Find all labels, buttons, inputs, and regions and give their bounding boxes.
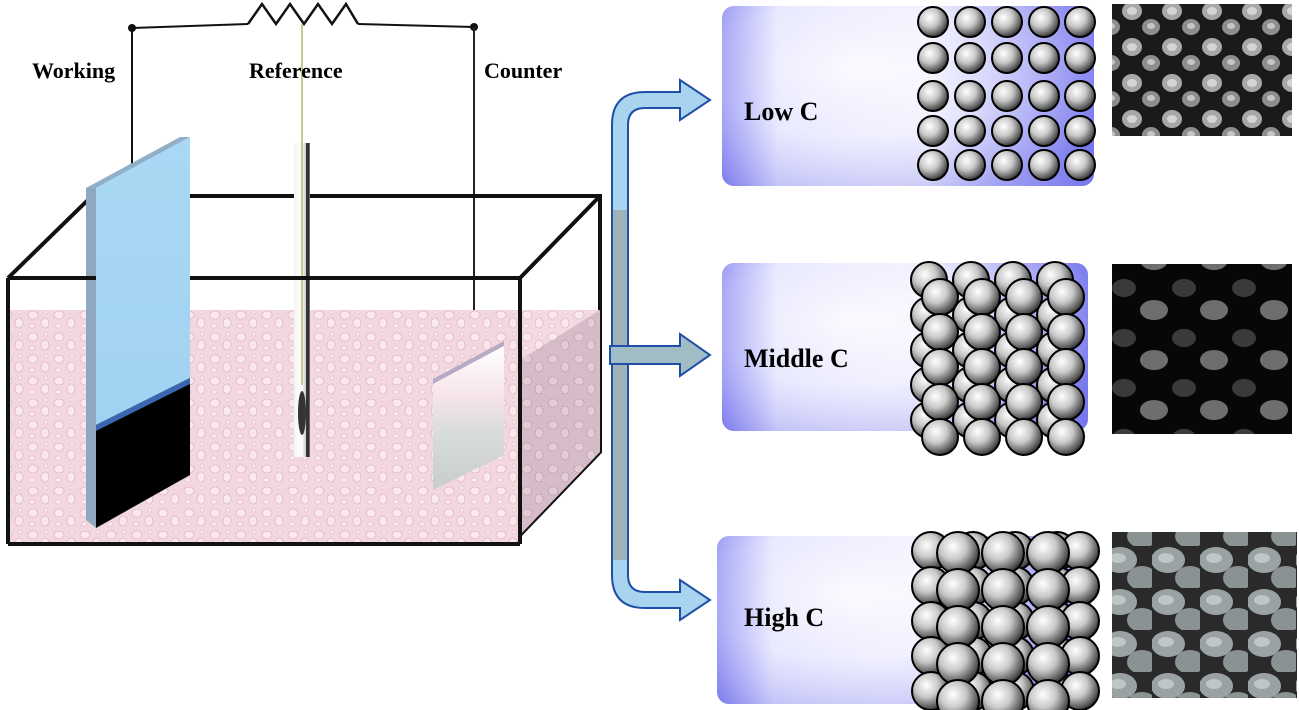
- particle-sphere: [1026, 605, 1070, 649]
- particle-sphere: [936, 642, 980, 686]
- particle-sphere: [1005, 418, 1043, 456]
- panel-low: Low C: [722, 6, 1096, 186]
- particle-sphere: [1005, 383, 1043, 421]
- particle-sphere: [917, 80, 949, 112]
- particle-sphere: [1064, 6, 1096, 38]
- particle-sphere: [1005, 313, 1043, 351]
- electrolyte-side: [520, 310, 600, 535]
- particle-sphere: [981, 642, 1025, 686]
- particle-sphere: [1047, 383, 1085, 421]
- particle-sphere: [1047, 278, 1085, 316]
- working-electrode-side: [86, 188, 96, 528]
- particle-sphere: [963, 418, 1001, 456]
- particle-sphere: [991, 115, 1023, 147]
- particle-sphere: [1028, 80, 1060, 112]
- panel-middle: Middle C: [722, 261, 1088, 456]
- panel-high: High C: [717, 531, 1100, 710]
- label-low-c: Low C: [744, 97, 818, 126]
- particle-sphere: [981, 568, 1025, 612]
- counter-electrode: [433, 341, 504, 490]
- particle-sphere: [917, 115, 949, 147]
- particle-sphere: [954, 42, 986, 74]
- particle-sphere: [963, 348, 1001, 386]
- particle-sphere: [936, 568, 980, 612]
- resistor-icon: [246, 1, 360, 27]
- particle-sphere: [1047, 313, 1085, 351]
- working-electrode: [86, 137, 190, 528]
- particle-sphere: [1005, 278, 1043, 316]
- branch-arrow: [609, 78, 712, 622]
- particle-sphere: [1064, 149, 1096, 181]
- particles-sparse: [917, 6, 1096, 181]
- particle-sphere: [954, 115, 986, 147]
- particle-sphere: [1028, 149, 1060, 181]
- circuit-wire: [357, 23, 475, 28]
- label-middle-c: Middle C: [744, 344, 849, 373]
- particle-sphere: [963, 313, 1001, 351]
- particle-sphere: [981, 679, 1025, 710]
- particle-sphere: [1047, 418, 1085, 456]
- particle-sphere: [1064, 42, 1096, 74]
- particle-sphere: [917, 149, 949, 181]
- sem-image-low: [1112, 4, 1292, 136]
- particle-sphere: [1026, 642, 1070, 686]
- label-working: Working: [32, 58, 115, 83]
- particle-sphere: [981, 531, 1025, 575]
- particle-sphere: [921, 278, 959, 316]
- particle-sphere: [917, 6, 949, 38]
- counter-edge: [433, 341, 504, 384]
- particle-sphere: [936, 679, 980, 710]
- label-high-c: High C: [744, 603, 824, 632]
- particle-sphere: [963, 278, 1001, 316]
- particle-sphere: [936, 531, 980, 575]
- cell-front-frame: [6, 194, 602, 546]
- film-edge-highlight: [96, 378, 190, 431]
- label-counter: Counter: [484, 58, 562, 83]
- particle-sphere: [1005, 348, 1043, 386]
- particle-sphere: [991, 80, 1023, 112]
- particle-sphere: [921, 348, 959, 386]
- label-reference: Reference: [249, 58, 343, 83]
- particle-sphere: [1026, 679, 1070, 710]
- particle-sphere: [1064, 80, 1096, 112]
- particle-sphere: [936, 605, 980, 649]
- particle-sphere: [1064, 115, 1096, 147]
- particle-sphere: [981, 605, 1025, 649]
- particle-sphere: [991, 6, 1023, 38]
- particle-sphere: [1028, 42, 1060, 74]
- particle-sphere: [1026, 531, 1070, 575]
- particle-sphere: [921, 383, 959, 421]
- particle-sphere: [963, 383, 1001, 421]
- counter-face: [433, 346, 504, 490]
- particle-sphere: [991, 42, 1023, 74]
- reference-tip: [298, 391, 306, 435]
- particles-dense: [911, 531, 1100, 710]
- particle-sphere: [1028, 115, 1060, 147]
- particle-sphere: [1026, 568, 1070, 612]
- sem-image-middle: [1112, 264, 1292, 434]
- particle-sphere: [1047, 348, 1085, 386]
- working-electrode-edge-top: [86, 137, 190, 188]
- particle-sphere: [921, 313, 959, 351]
- reference-electrode: [294, 143, 310, 457]
- particle-sphere: [1028, 6, 1060, 38]
- particle-sphere: [954, 6, 986, 38]
- particle-sphere: [917, 42, 949, 74]
- particles-layered: [910, 261, 1085, 456]
- external-circuit: [128, 1, 478, 357]
- particle-sphere: [991, 149, 1023, 181]
- sem-image-high: [1112, 532, 1297, 698]
- particle-sphere: [954, 149, 986, 181]
- particle-sphere: [954, 80, 986, 112]
- arrow-to-middle: [609, 332, 712, 378]
- particle-sphere: [921, 418, 959, 456]
- circuit-wire: [131, 23, 249, 29]
